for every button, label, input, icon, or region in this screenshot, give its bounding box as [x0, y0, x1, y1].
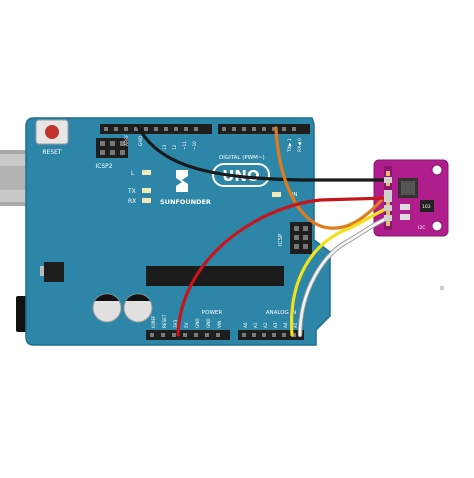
power-pin-label: GND [195, 318, 200, 328]
analog-pin-label: A0 [243, 322, 248, 328]
analog-pin-labels: A0 A1 A2 A3 A4 A5 [243, 322, 298, 328]
digital-pin-label: 12 [172, 144, 177, 150]
brand-text: SUNFOUNDER [160, 198, 211, 206]
digital-pin-label: 13 [162, 144, 167, 150]
white-wire-core [298, 216, 390, 337]
led-rx-label: RX [128, 198, 136, 205]
power-pin-label: VIN [217, 321, 222, 328]
power-header [146, 330, 230, 340]
sensor-i2c-label: I2C [418, 225, 425, 231]
yellow-wire [289, 206, 390, 337]
icsp-header [290, 222, 312, 254]
red-wire [176, 196, 390, 337]
digital-pin-labels: 13 12 ~11 ~10 [162, 141, 197, 150]
analog-pin-label: A4 [283, 322, 288, 328]
analog-header-label: ANALOG IN [266, 310, 297, 316]
power-pin-label: RESET [162, 314, 167, 328]
on-label: ON [289, 192, 297, 198]
power-pin-label: 5V [184, 322, 189, 328]
rx-pin-label: RX◀ 0 [297, 138, 303, 152]
gnd-top-label: GND [138, 135, 144, 146]
analog-pin-label: A3 [273, 322, 278, 328]
icsp2-header [96, 138, 128, 158]
power-pin-labels: IOREF RESET 3V3 5V GND GND VIN [151, 314, 222, 328]
power-pin-label: GND [206, 318, 211, 328]
power-header-label: POWER [202, 310, 223, 316]
reset-label: RESET [42, 149, 62, 156]
led-l-label: L [131, 170, 135, 177]
reset-button[interactable] [35, 119, 69, 145]
sensor-header-pins [384, 177, 392, 221]
uno-badge [212, 163, 270, 187]
on-led [272, 192, 281, 197]
icsp-label: ICSP [278, 233, 284, 246]
led-tx-label: TX [127, 188, 136, 195]
sunfounder-logo-icon [176, 170, 188, 192]
sensor-chip-label: 103 [422, 204, 431, 210]
digital-label: DIGITAL (PWM~) [219, 155, 265, 161]
status-leds [142, 170, 151, 203]
digital-pin-label: ~11 [182, 141, 187, 150]
digital-header [100, 124, 310, 134]
analog-pin-label: A1 [253, 322, 258, 328]
orange-wire [274, 126, 390, 230]
power-pin-label: 3V3 [173, 319, 178, 328]
icsp2-label: ICSP2 [95, 163, 112, 170]
digital-pin-label: ~10 [192, 141, 197, 150]
analog-pin-label: A5 [293, 322, 298, 328]
capacitor-2 [123, 293, 153, 323]
analog-header [238, 330, 304, 340]
power-pin-label: IOREF [151, 315, 156, 328]
capacitor-1 [92, 293, 122, 323]
analog-pin-label: A2 [263, 322, 268, 328]
tx-pin-label: TX▶ 1 [287, 138, 293, 153]
aref-label: AREF [124, 134, 130, 146]
dot-mark [440, 286, 444, 290]
microcontroller-chip [146, 266, 284, 286]
voltage-regulator [40, 262, 64, 282]
arduino-board [25, 117, 331, 346]
